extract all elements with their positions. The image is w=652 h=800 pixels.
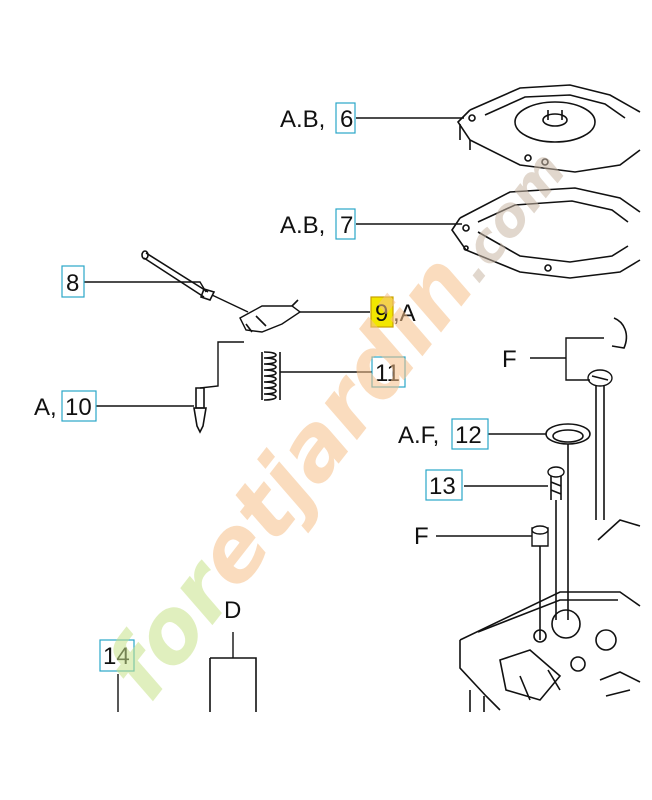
label-ab6: A.B, 6: [280, 102, 356, 134]
carburetor-body: [459, 317, 641, 712]
part-f-screw-top: [587, 369, 613, 520]
part-6-diaphragm-cover: [456, 84, 641, 173]
svg-text:7: 7: [340, 212, 353, 239]
part-9-lever: [239, 299, 302, 333]
part-10-needle: [193, 341, 244, 434]
part-8-pin: [141, 250, 249, 313]
label-9a: 9 ,A: [370, 296, 416, 328]
svg-text:,A: ,A: [393, 300, 416, 327]
part-12-o-ring: [545, 423, 591, 620]
svg-text:11: 11: [375, 360, 400, 387]
svg-text:13: 13: [429, 473, 456, 500]
label-11: 11: [371, 356, 406, 388]
watermark: foretjardin.com: [85, 120, 584, 718]
svg-text:A.B,: A.B,: [280, 212, 325, 239]
leader-f-top: [530, 337, 604, 381]
label-d: D: [224, 597, 241, 624]
watermark-part2: etjardin: [173, 235, 495, 606]
label-ab7: A.B, 7: [280, 208, 356, 240]
svg-text:F: F: [414, 523, 429, 550]
label-14: 14: [99, 639, 135, 672]
svg-text:8: 8: [66, 270, 79, 297]
svg-text:A.F,: A.F,: [398, 422, 439, 449]
label-8: 8: [61, 265, 85, 298]
leader-8: [84, 281, 207, 293]
svg-text:12: 12: [455, 422, 482, 449]
svg-text:14: 14: [103, 643, 130, 670]
label-af12: A.F, 12: [398, 418, 489, 450]
svg-text:10: 10: [65, 394, 92, 421]
watermark-part3: .com: [439, 140, 578, 294]
part-7-gasket: [451, 187, 641, 279]
part-11-spring: [261, 351, 281, 401]
part-d-bracket: [209, 632, 257, 712]
svg-text:F: F: [502, 346, 517, 373]
part-13-screw: [547, 466, 565, 620]
svg-text:6: 6: [340, 106, 353, 133]
svg-text:A.B,: A.B,: [280, 106, 325, 133]
label-f-mid: F: [414, 523, 429, 550]
label-a10: A, 10: [34, 390, 97, 422]
part-f-bush: [531, 525, 549, 640]
svg-text:9: 9: [375, 300, 388, 327]
svg-text:D: D: [224, 597, 241, 624]
svg-text:A,: A,: [34, 394, 57, 421]
label-f-top: F: [502, 346, 517, 373]
svg-text:foretjardin.com: foretjardin.com: [85, 120, 584, 718]
label-13: 13: [425, 469, 463, 501]
